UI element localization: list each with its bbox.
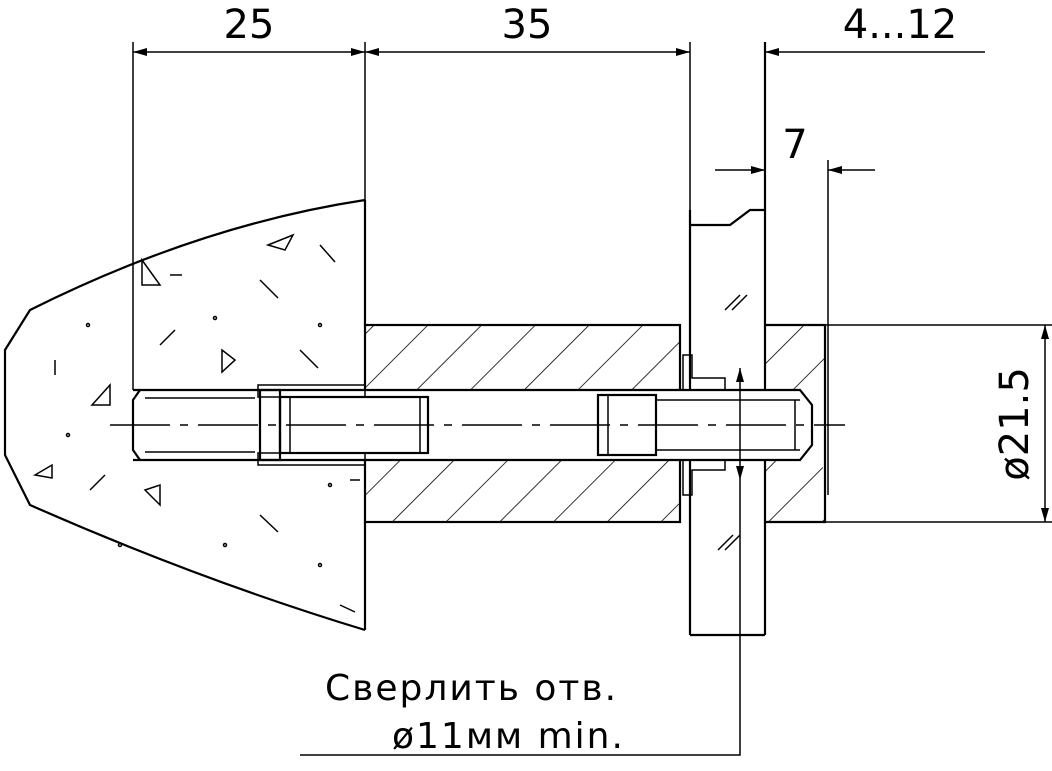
dim-7: 7 [782,122,807,168]
bolt [110,384,845,466]
concrete-wall [3,198,367,632]
cap [765,323,827,524]
note-line2: ø11мм min. [392,716,625,757]
note-line1: Сверлить отв. [325,668,618,709]
dimensions [132,42,1052,756]
dim-35: 35 [502,2,553,48]
dim-4-12: 4...12 [843,2,958,48]
dim-diameter: ø21.5 [992,367,1038,481]
glass-panel [688,42,767,637]
dim-25: 25 [224,2,275,48]
